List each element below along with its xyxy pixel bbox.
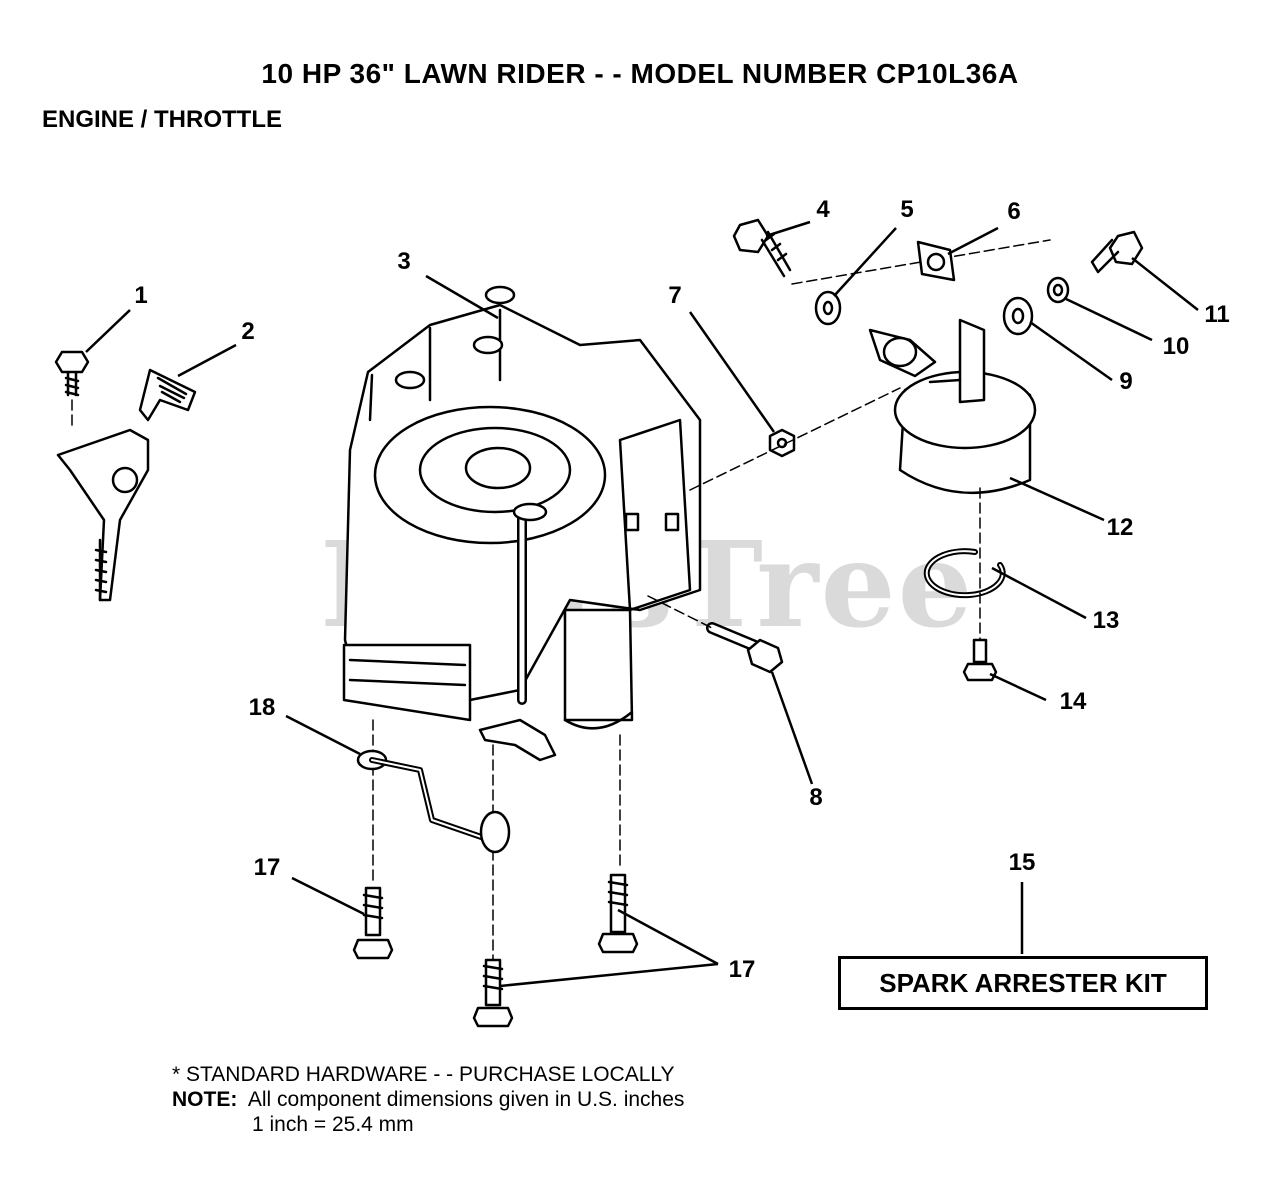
callout-11: 11 xyxy=(1204,301,1230,328)
part-12-muffler xyxy=(868,318,1037,495)
part-3-engine xyxy=(342,285,702,961)
callout-12: 12 xyxy=(1106,514,1134,541)
callout-3: 3 xyxy=(397,248,411,275)
conversion-note: 1 inch = 25.4 mm xyxy=(252,1113,414,1136)
part-14-screw xyxy=(962,638,998,682)
part-11-bolt xyxy=(1090,230,1144,274)
dimensions-note: NOTE: All component dimensions given in … xyxy=(172,1087,684,1112)
callout-18: 18 xyxy=(248,694,276,721)
callout-1: 1 xyxy=(134,282,148,309)
part-6-gasket xyxy=(916,240,956,282)
callout-2: 2 xyxy=(241,318,255,345)
part-5-washer xyxy=(814,290,842,326)
standard-hardware-note: * STANDARD HARDWARE - - PURCHASE LOCALLY xyxy=(172,1063,675,1086)
part-4-bolt xyxy=(732,218,1051,285)
part-1-screw xyxy=(54,350,90,426)
callout-13: 13 xyxy=(1092,607,1120,634)
part-7-nut xyxy=(768,428,796,458)
note-text: All component dimensions given in U.S. i… xyxy=(247,1088,685,1111)
callout-4: 4 xyxy=(816,196,830,223)
callout-9: 9 xyxy=(1119,368,1133,395)
diagram-subtitle: ENGINE / THROTTLE xyxy=(42,106,282,133)
callout-17-left: 17 xyxy=(253,854,281,881)
part-17-bolts xyxy=(352,873,639,1028)
part-8-bolt xyxy=(647,595,784,674)
note-label: NOTE: xyxy=(172,1088,238,1111)
callout-7: 7 xyxy=(668,282,682,309)
diagram-title: 10 HP 36" LAWN RIDER - - MODEL NUMBER CP… xyxy=(261,58,1019,89)
callout-10: 10 xyxy=(1162,333,1190,360)
callout-8: 8 xyxy=(809,784,823,811)
leader-lines xyxy=(85,220,1199,988)
callout-15: 15 xyxy=(1008,849,1036,876)
callout-6: 6 xyxy=(1007,198,1021,225)
part-13-ring xyxy=(923,548,1006,599)
part-10-washer xyxy=(1046,276,1070,304)
callout-14: 14 xyxy=(1059,688,1087,715)
part-9-washer xyxy=(1002,296,1034,336)
notes-block: * STANDARD HARDWARE - - PURCHASE LOCALLY… xyxy=(172,1062,684,1137)
part-18-line xyxy=(356,749,511,854)
callout-17-right: 17 xyxy=(728,956,756,983)
part-2-throttle-control xyxy=(56,368,197,602)
callout-5: 5 xyxy=(900,196,914,223)
spark-arrester-kit-box: SPARK ARRESTER KIT xyxy=(838,956,1208,1010)
